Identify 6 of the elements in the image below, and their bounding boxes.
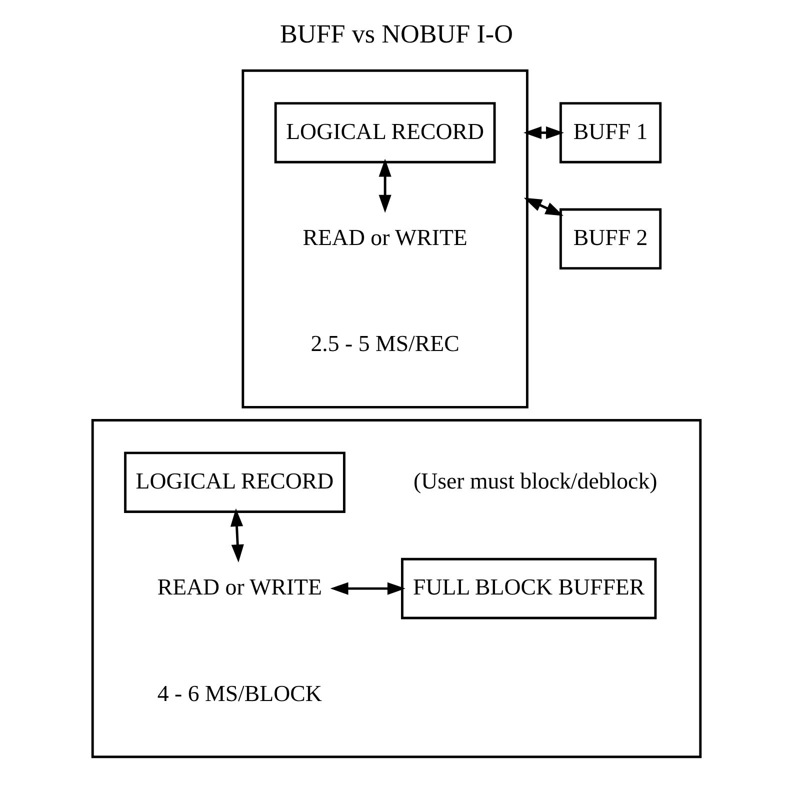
node-label: 2.5 - 5 MS/REC	[310, 331, 460, 356]
diagram-title: BUFF vs NOBUF I-O	[280, 20, 513, 49]
node-label: (User must block/deblock)	[413, 468, 658, 494]
node-text: READ or WRITE	[302, 224, 468, 250]
node-text: READ or WRITE	[157, 574, 322, 600]
node-label: 4 - 6 MS/BLOCK	[157, 680, 322, 706]
